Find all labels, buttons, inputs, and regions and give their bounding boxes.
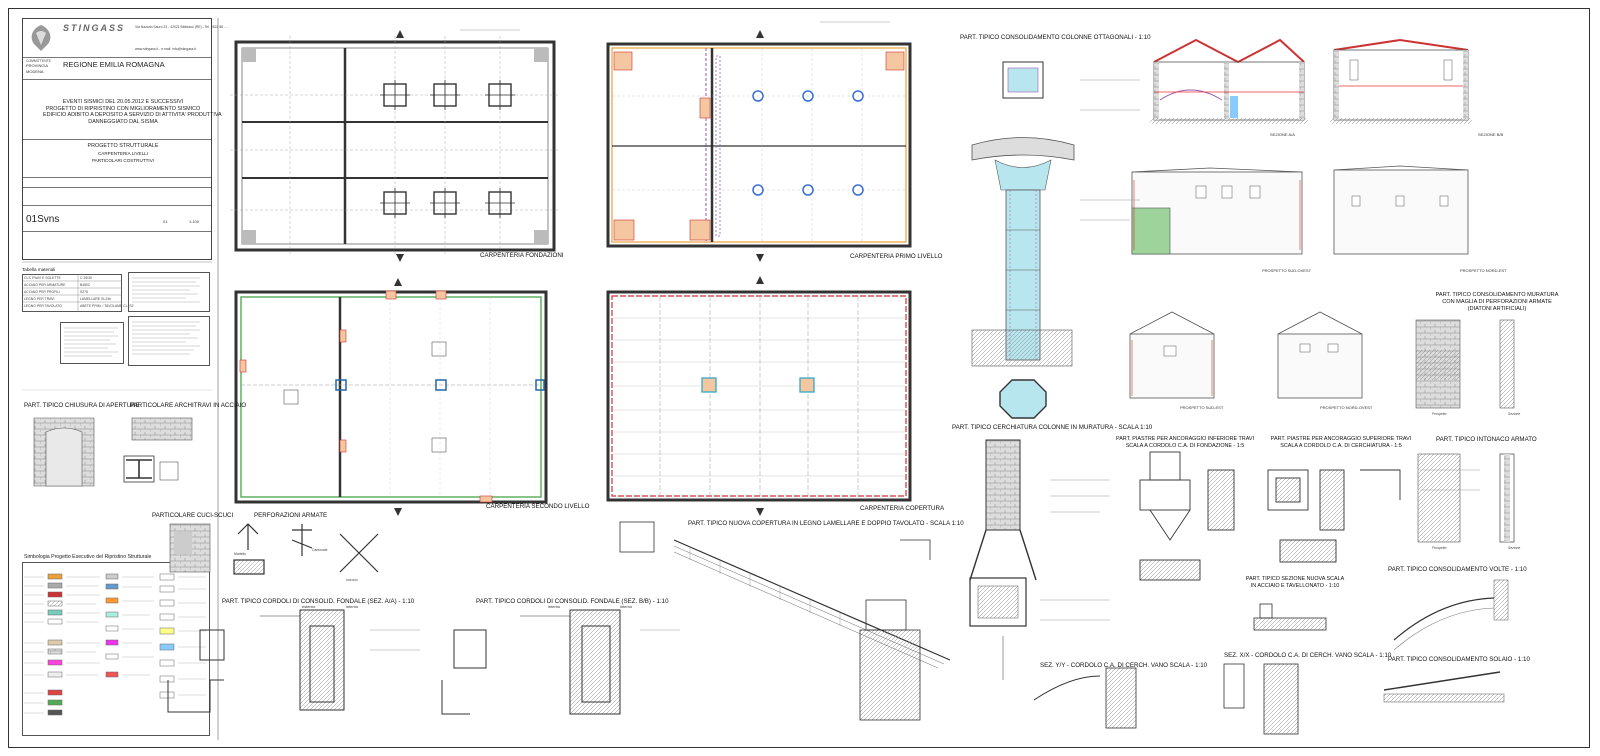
perforation-incrocio: Incrocio xyxy=(346,578,358,582)
cordolo-yy-title: SEZ. Y/Y - CORDOLO C.A. DI CERCH. VANO S… xyxy=(1040,662,1208,669)
project-description: EVENTI SISMICI DEL 20.05.2012 E SUCCESSI… xyxy=(43,99,222,125)
cordolo-yy-detail xyxy=(1033,667,1137,729)
octagonal-column-detail xyxy=(971,61,1075,419)
material-name: LEGNO PER TAVOLATO xyxy=(24,304,62,308)
province: MODENA xyxy=(26,69,44,74)
plaster-section-label: Sezione xyxy=(1508,546,1521,550)
stair-section-detail xyxy=(1253,603,1327,631)
section-aa-title: SEZIONE A/A xyxy=(1270,132,1295,137)
company-address: Via Nazario Sauro 23 - 42021 Bibbiano (R… xyxy=(135,25,229,29)
plate-upper-title: PART. PIASTRE PER ANCORAGGIO SUPERIORE T… xyxy=(1270,436,1412,449)
steel-lintel-detail xyxy=(123,417,193,483)
company-web: www.stingass.it - e.mail: info@stingass.… xyxy=(135,47,197,51)
timber-roof-detail xyxy=(619,521,951,721)
material-value: S275 xyxy=(80,290,88,294)
octagonal-column-title: PART. TIPICO CONSOLIDAMENTO COLONNE OTTA… xyxy=(960,34,1151,41)
column-ring-detail xyxy=(969,439,1037,680)
material-name: LEGNO PER TRAVI xyxy=(24,297,55,301)
company-name: STINGASS xyxy=(63,23,126,33)
legend: Simbologia Progetto Esecutivo del Ripris… xyxy=(22,554,210,736)
title-block: STINGASS Via Nazario Sauro 23 - 42021 Bi… xyxy=(22,18,229,260)
plan-roof xyxy=(606,276,912,516)
cordolo-aa-esterno: esterno xyxy=(302,604,316,609)
masonry-consolidation-detail xyxy=(1415,319,1515,409)
masonry-title: PART. TIPICO CONSOLIDAMENTO MURATURA CON… xyxy=(1435,292,1559,312)
material-name: ACCIAIO PER ARMATURE xyxy=(24,283,66,287)
plan-first-level xyxy=(606,30,912,262)
elevation-ne-title: PROSPETTO NORD-EST xyxy=(1460,268,1507,273)
masonry-elevation-label: Prospetto xyxy=(1432,412,1447,416)
plate-lower-title: PART. PIASTRE PER ANCORAGGIO INFERIORE T… xyxy=(1116,436,1254,449)
elevation-nw-title: PROSPETTO NORD-OVEST xyxy=(1320,405,1373,410)
client-label: COMMITTENTE xyxy=(26,59,51,63)
region: REGIONE EMILIA ROMAGNA xyxy=(63,60,165,69)
cuci-title: PARTICOLARE CUCI-SCUCI xyxy=(152,512,234,519)
elevation-north-west xyxy=(1277,311,1363,399)
material-value: LAMELLARE GL24h xyxy=(80,297,112,301)
notes-box xyxy=(128,272,210,312)
section-bb-title: SEZIONE B/B xyxy=(1478,132,1504,137)
roof-title: PART. TIPICO NUOVA COPERTURA IN LEGNO LA… xyxy=(688,520,964,527)
material-name: CLS TRAVI E SOLETTE xyxy=(24,276,61,280)
plan-second-level-title: CARPENTERIA SECONDO LIVELLO xyxy=(486,503,590,510)
elevation-south-east xyxy=(1129,311,1215,399)
plaster-elevation-label: Prospetto xyxy=(1432,546,1447,550)
cordolo-bb-detail xyxy=(441,609,621,715)
stair-title: PART. TIPICO SEZIONE NUOVA SCALA IN ACCI… xyxy=(1245,576,1345,589)
subject: PROGETTO STRUTTURALE CARPENTERIA LIVELLI… xyxy=(87,143,159,163)
plate-lower-detail xyxy=(1139,451,1235,581)
closing-title: PART. TIPICO CHIUSURA DI APERTURE xyxy=(24,402,140,409)
legend-title: Simbologia Progetto Esecutivo del Ripris… xyxy=(24,554,152,560)
perforation-cantonale: Cantonale xyxy=(312,548,328,552)
plan-foundations-title: CARPENTERIA FONDAZIONI xyxy=(480,252,564,259)
plan-second-level xyxy=(234,278,548,516)
plaster-title: PART. TIPICO INTONACO ARMATO xyxy=(1436,436,1537,443)
cordolo-bb-interno-2: interno xyxy=(620,604,633,609)
cordolo-xx-title: SEZ. X/X - CORDOLO C.A. DI CERCH. VANO S… xyxy=(1224,652,1392,659)
material-name: ACCIAIO PER PROFILI xyxy=(24,290,60,294)
column-ring-title: PART. TIPICO CERCHIATURA COLONNE IN MURA… xyxy=(952,424,1153,431)
elevation-south-west xyxy=(1131,167,1303,255)
elevation-north-east xyxy=(1333,165,1469,255)
sheet-code: 01Svns xyxy=(26,214,60,225)
section-aa xyxy=(1150,38,1308,124)
plan-roof-title: CARPENTERIA COPERTURA xyxy=(860,505,945,512)
drawing-sheet xyxy=(8,8,1590,748)
vault-consolidation-detail xyxy=(1393,579,1509,651)
province-label: PROVINCIA xyxy=(26,63,49,68)
reinforced-plaster-detail xyxy=(1417,453,1515,543)
cordolo-bb-title: PART. TIPICO CORDOLI DI CONSOLID. FONDAL… xyxy=(476,598,669,605)
cuci-scuci-detail xyxy=(169,523,211,573)
cordolo-xx-detail xyxy=(1223,663,1299,735)
floor-consolidation-detail xyxy=(1383,671,1505,703)
reinforced-perforations-detail xyxy=(233,523,379,575)
notes-box xyxy=(128,316,210,366)
materials-title: Tabella materiali xyxy=(22,267,56,272)
plan-foundations xyxy=(230,30,560,262)
perforation-martello: Martello xyxy=(234,552,247,556)
material-value: C 25/30 xyxy=(80,276,92,280)
perforations-title: PERFORAZIONI ARMATE xyxy=(254,512,328,519)
notes-box xyxy=(60,322,124,364)
cordolo-aa-detail xyxy=(167,609,345,713)
section-bb xyxy=(1330,38,1472,124)
company-logo xyxy=(27,23,55,53)
masonry-section-label: Sezione xyxy=(1508,412,1521,416)
material-value: B450C xyxy=(80,283,91,287)
cordolo-aa-title: PART. TIPICO CORDOLI DI CONSOLID. FONDAL… xyxy=(222,598,415,605)
cordolo-bb-interno: interno xyxy=(548,604,561,609)
material-value: ABETE PRIM. / TAVOLAME CL. S2 xyxy=(80,304,134,308)
lintel-title: PARTICOLARE ARCHITRAVI IN ACCIAIO xyxy=(130,402,247,409)
plan-first-level-title: CARPENTERIA PRIMO LIVELLO xyxy=(850,253,943,260)
elevation-se-title: PROSPETTO SUD-EST xyxy=(1180,405,1224,410)
vault-title: PART. TIPICO CONSOLIDAMENTO VOLTE - 1:10 xyxy=(1388,566,1527,573)
elevation-sw-title: PROSPETTO SUD-OVEST xyxy=(1262,268,1312,273)
sheet-scale: 1:100 xyxy=(189,219,200,224)
plate-upper-detail xyxy=(1267,469,1401,563)
cordolo-aa-interno: interno xyxy=(346,604,359,609)
sheet-number: 01 xyxy=(163,219,168,224)
floor-title: PART. TIPICO CONSOLIDAMENTO SOLAIO - 1:1… xyxy=(1388,656,1530,663)
opening-closing-detail xyxy=(33,417,95,487)
